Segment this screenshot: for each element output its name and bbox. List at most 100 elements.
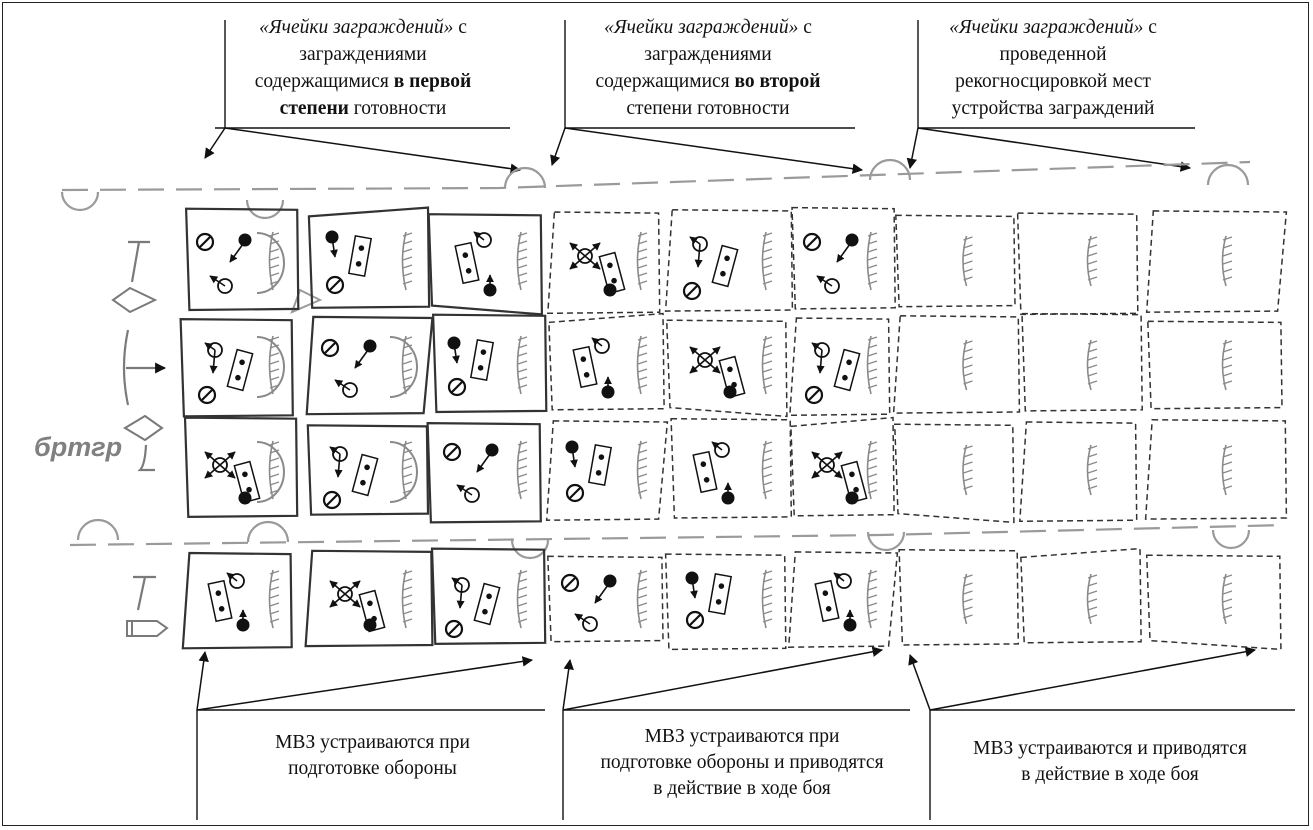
mine-point	[611, 277, 617, 284]
direction-arrow	[456, 584, 465, 609]
trench-tick	[867, 594, 878, 599]
prohibition-sign-bar	[199, 236, 211, 248]
direction-arrow	[344, 593, 361, 608]
trench-tick	[1222, 590, 1233, 595]
trench-tick	[762, 610, 773, 615]
trench-tick	[269, 610, 280, 615]
trench-tick	[402, 256, 413, 261]
minefield-rectangle	[711, 244, 739, 288]
direction-arrow	[204, 464, 221, 479]
trench-line	[268, 335, 274, 395]
trench-line	[866, 231, 872, 291]
direction-arrow	[591, 337, 603, 347]
trench-tick	[1222, 485, 1233, 490]
trench-tick	[1222, 606, 1233, 611]
trench-tick	[517, 384, 528, 389]
mine-point	[825, 606, 832, 612]
prohibition-sign	[682, 281, 702, 301]
minefield-rectangle	[233, 460, 261, 504]
trench-line	[516, 335, 522, 395]
trench-tick	[517, 481, 528, 486]
trench-tick	[637, 344, 648, 349]
trench-line	[1221, 444, 1227, 496]
obstacle-cell	[179, 317, 294, 418]
trench-tick	[269, 465, 280, 470]
obstacle-cell	[181, 551, 293, 650]
direction-arrow	[811, 464, 828, 479]
trench-tick	[637, 232, 648, 237]
trench-tick	[1087, 364, 1098, 369]
mine-point	[580, 356, 587, 362]
minefield-rectangle	[833, 348, 861, 392]
trench-tick	[963, 606, 973, 611]
trench-tick	[762, 360, 773, 365]
obstacle-cell	[427, 213, 544, 316]
direction-arrow	[226, 572, 238, 582]
defense-arc	[389, 441, 418, 503]
minefield-rectangle	[572, 345, 598, 389]
mine-point	[364, 464, 370, 471]
trench-tick	[517, 578, 528, 583]
trench-tick	[762, 256, 773, 261]
trench-tick	[762, 352, 773, 357]
trench-tick	[402, 618, 413, 623]
minefield-frame	[718, 355, 746, 399]
trench-tick	[517, 264, 528, 269]
minefield-rectangle	[598, 251, 626, 295]
trench-line	[401, 440, 407, 500]
direction-arrow	[711, 441, 723, 451]
boundary-bump	[60, 191, 100, 212]
trench-tick	[1222, 236, 1233, 241]
cell-border	[548, 312, 665, 411]
front-boundary-top	[61, 160, 1251, 192]
prohibition-sign-bar	[446, 446, 458, 458]
direction-arrow	[354, 349, 369, 369]
trench-tick	[402, 240, 413, 245]
trench-tick	[269, 232, 280, 237]
trench-line	[761, 440, 767, 500]
cell-border	[893, 423, 1015, 524]
direction-arrow	[219, 451, 236, 466]
minefield-rectangle	[207, 579, 233, 623]
mine-point	[235, 374, 241, 381]
trench-tick	[402, 578, 413, 583]
sign-symbol	[137, 444, 155, 472]
trench-tick	[1087, 244, 1098, 249]
pointer-arrow	[562, 658, 574, 711]
caption-second-degree: «Ячейки заграждений» с заграждениями сод…	[595, 17, 821, 119]
trench-tick	[963, 582, 973, 587]
trench-tick	[269, 618, 280, 623]
trench-tick	[402, 449, 413, 454]
trench-tick	[867, 272, 878, 277]
trench-line	[1086, 339, 1092, 391]
trench-tick	[963, 461, 973, 466]
cell-border	[664, 553, 787, 651]
direction-arrow	[209, 275, 226, 287]
cell-border	[898, 548, 1020, 646]
obstacle-cell	[1147, 320, 1283, 410]
trench-tick	[269, 336, 280, 341]
mine-point	[215, 590, 222, 596]
trench-tick	[517, 610, 528, 615]
cell-border	[787, 551, 899, 648]
trench-tick	[867, 618, 878, 623]
cell-border	[179, 317, 294, 418]
diamond-symbol	[111, 286, 158, 314]
mine-dot	[845, 233, 859, 247]
trench-tick	[867, 360, 878, 365]
trench-tick	[637, 473, 648, 478]
trench-tick	[637, 280, 648, 285]
trench-tick	[762, 602, 773, 607]
trench-tick	[1087, 236, 1098, 241]
mine-point	[480, 349, 487, 355]
direction-arrow	[689, 236, 701, 245]
trench-tick	[963, 485, 973, 490]
minefield-frame	[587, 444, 613, 486]
trench-line	[516, 569, 522, 629]
trench-line	[962, 235, 968, 287]
trench-tick	[637, 578, 648, 583]
trench-tick	[637, 248, 648, 253]
trench-tick	[963, 244, 973, 249]
obstacle-cell	[184, 207, 300, 312]
trench-tick	[1222, 260, 1233, 265]
